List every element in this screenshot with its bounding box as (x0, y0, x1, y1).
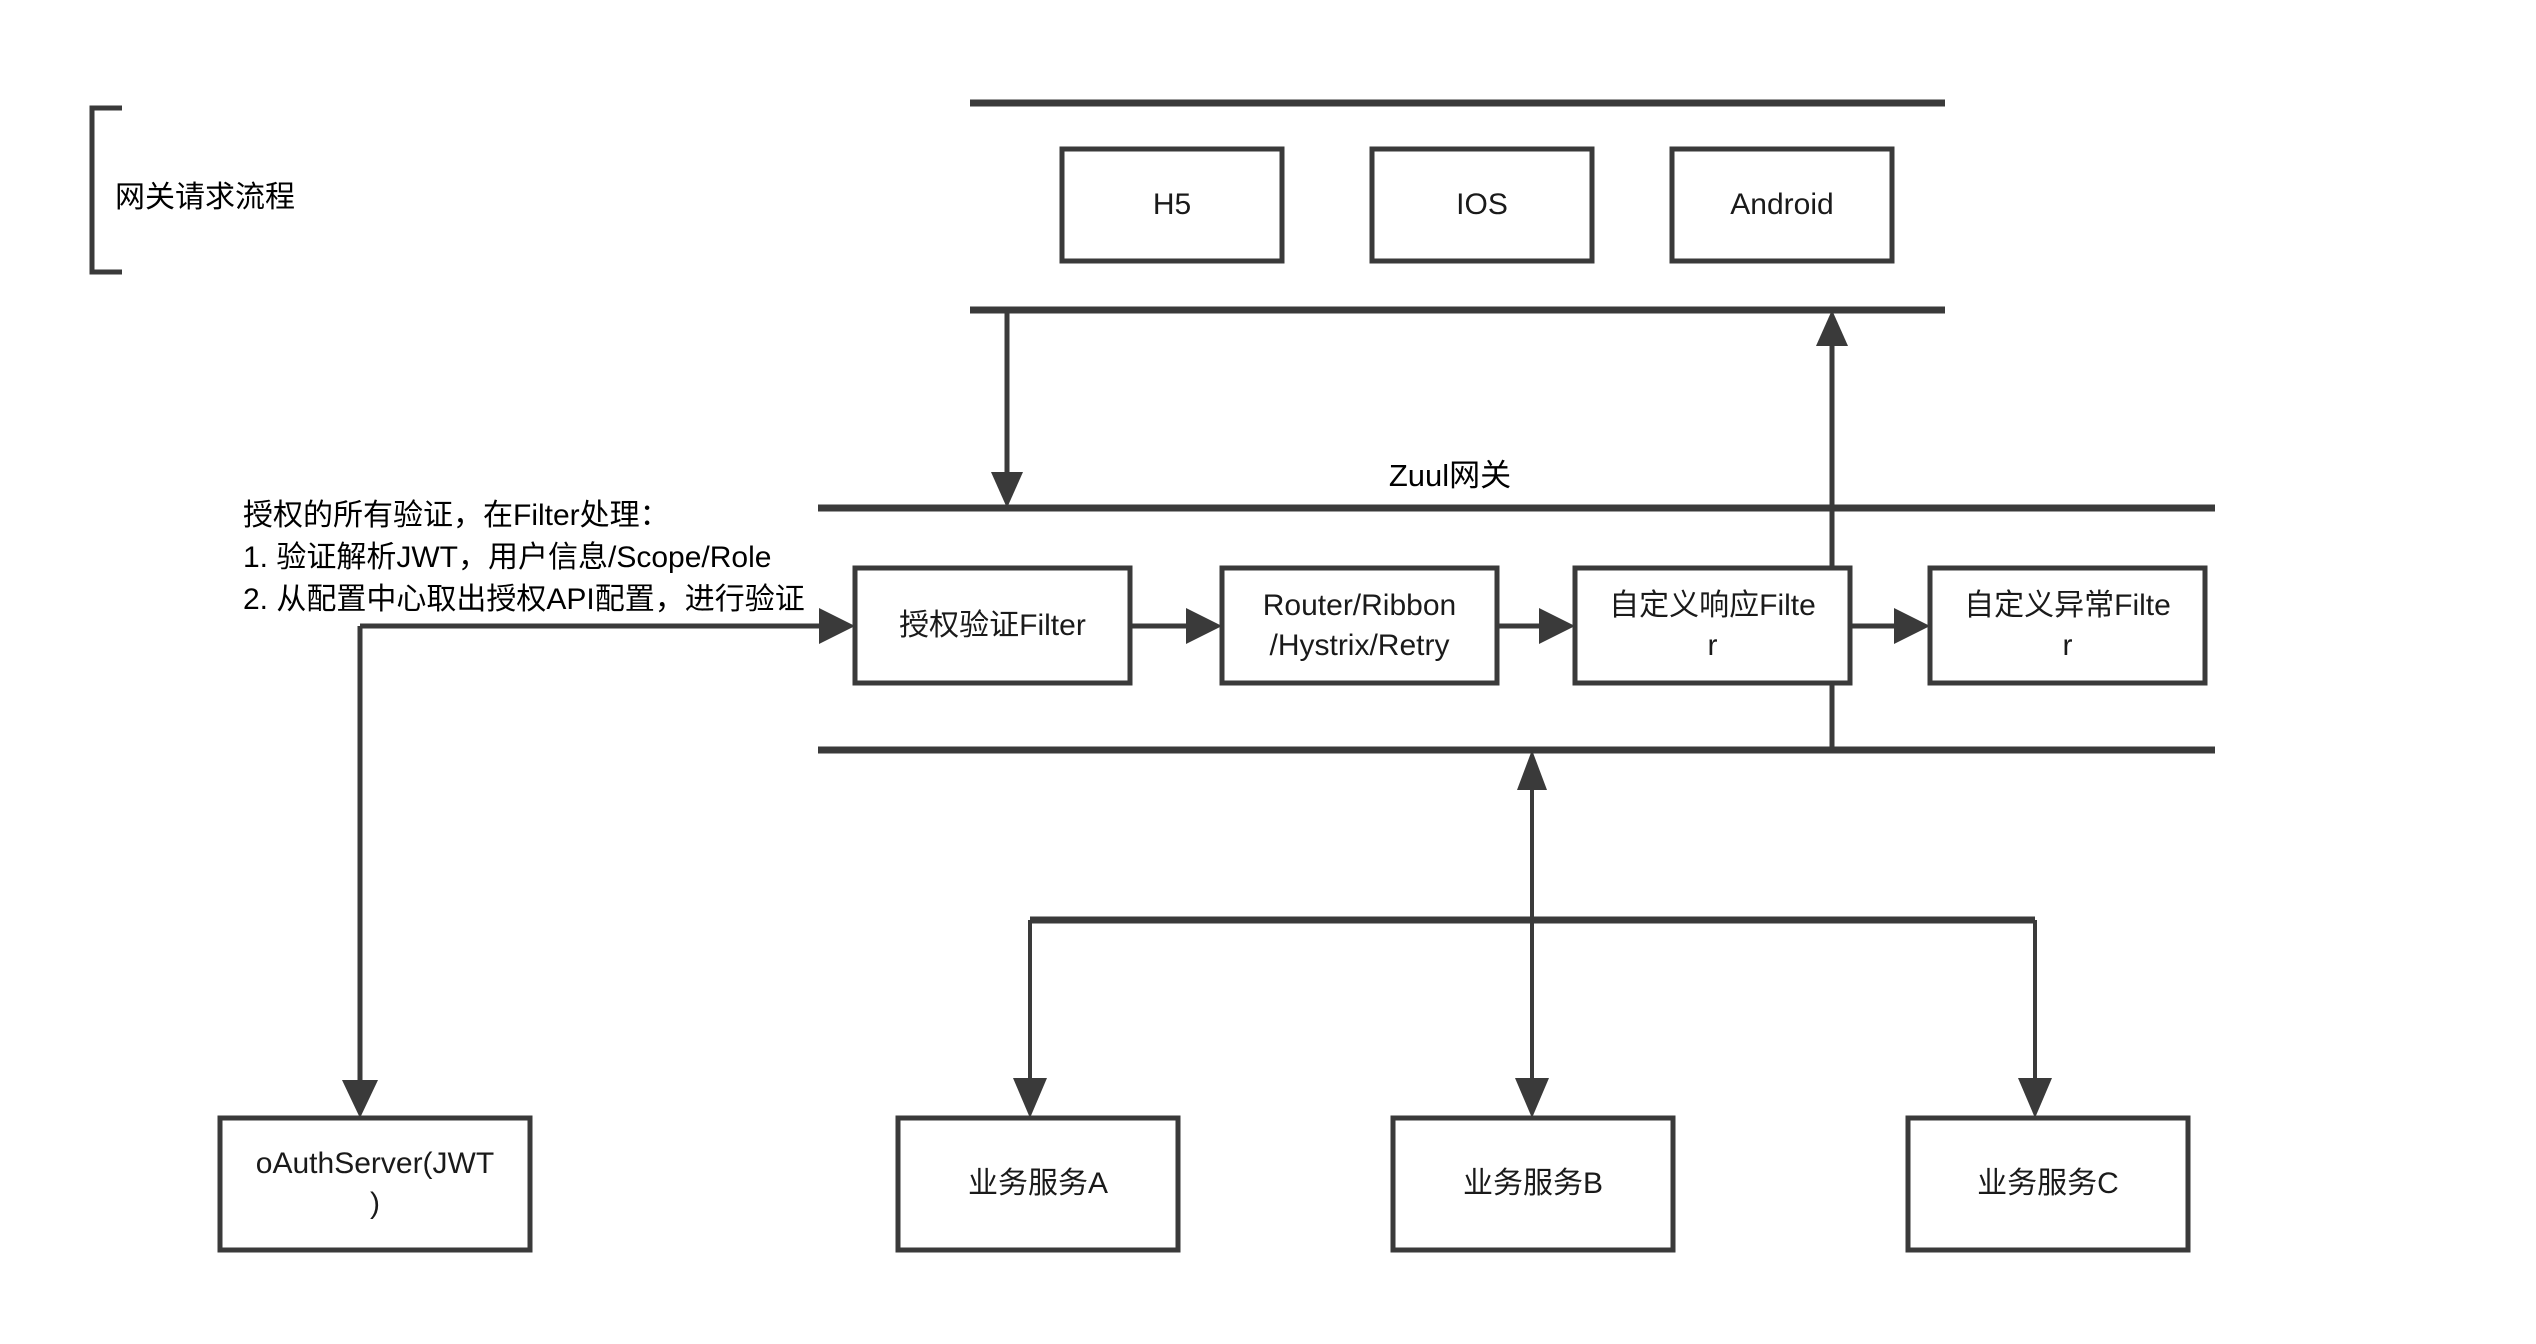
arrow-client-to-gateway (991, 310, 1023, 508)
client-band-rules (970, 99, 1945, 314)
service-box-b[interactable] (1390, 1115, 1676, 1253)
bottom-boxes (217, 1115, 2191, 1253)
filter-box-router[interactable] (1219, 565, 1500, 686)
filter-box-auth[interactable] (852, 565, 1133, 686)
filter-box-exception[interactable] (1927, 565, 2208, 686)
group-bracket (89, 105, 122, 275)
client-box-ios[interactable] (1369, 146, 1595, 264)
auth-server-box[interactable] (217, 1115, 533, 1253)
service-distribution-connector (1013, 750, 2052, 1118)
filter-boxes (852, 565, 2208, 686)
filter-box-response[interactable] (1572, 565, 1853, 686)
annotation-connector (342, 608, 855, 1118)
filter-chain-arrows (1130, 608, 1930, 644)
gateway-band-rules (818, 504, 2215, 754)
service-box-c[interactable] (1905, 1115, 2191, 1253)
client-boxes (1059, 146, 1895, 264)
client-box-h5[interactable] (1059, 146, 1285, 264)
service-box-a[interactable] (895, 1115, 1181, 1253)
client-box-android[interactable] (1669, 146, 1895, 264)
